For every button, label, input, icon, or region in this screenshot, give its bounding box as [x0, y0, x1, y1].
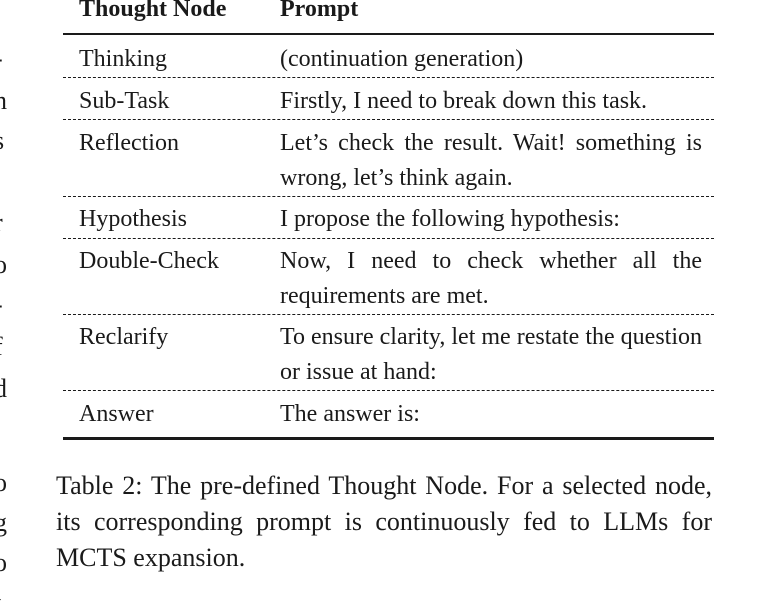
left-fragment: f — [0, 334, 3, 360]
thought-node-cell: Reclarify — [79, 324, 169, 350]
prompt-cell: Now, I need to check whether all the req… — [280, 248, 702, 309]
left-fragment: o — [0, 468, 7, 497]
column-header-thought-node: Thought Node — [79, 0, 227, 22]
left-fragment: t — [0, 590, 1, 605]
thought-node-cell: Thinking — [79, 46, 167, 72]
left-fragment: n — [0, 86, 7, 115]
prompt-cell: I propose the following hypothesis: — [280, 206, 620, 232]
left-fragment: r — [0, 210, 3, 236]
left-fragment: o — [0, 250, 7, 279]
table-top-rule — [63, 33, 714, 35]
thought-node-cell: Hypothesis — [79, 206, 187, 232]
prompt-cell: To ensure clarity, let me restate the qu… — [280, 324, 702, 385]
table-header-row: Thought Node Prompt — [63, 0, 714, 32]
row-separator — [63, 238, 714, 239]
thought-node-cell: Answer — [79, 401, 154, 427]
table-bottom-rule — [63, 437, 714, 440]
left-fragment: - — [0, 292, 3, 318]
prompt-cell: The answer is: — [280, 401, 420, 427]
table-caption: Table 2: The pre-defined Thought Node. F… — [56, 471, 712, 572]
row-separator — [63, 119, 714, 120]
row-separator — [63, 390, 714, 391]
left-fragment: o — [0, 548, 7, 577]
column-header-prompt: Prompt — [280, 0, 359, 22]
row-separator — [63, 196, 714, 197]
thought-node-cell: Double-Check — [79, 248, 219, 274]
row-separator — [63, 77, 714, 78]
row-separator — [63, 314, 714, 315]
prompt-cell: Firstly, I need to break down this task. — [280, 88, 648, 114]
left-fragment: s — [0, 128, 4, 154]
left-fragment: d — [0, 374, 7, 403]
prompt-cell: Let’s check the result. Wait! something … — [280, 130, 702, 191]
prompt-cell: (continuation generation) — [280, 46, 524, 72]
thought-node-cell: Sub-Task — [79, 88, 170, 114]
left-fragment: - — [0, 46, 3, 72]
thought-node-cell: Reflection — [79, 130, 179, 156]
left-fragment: g — [0, 508, 7, 537]
